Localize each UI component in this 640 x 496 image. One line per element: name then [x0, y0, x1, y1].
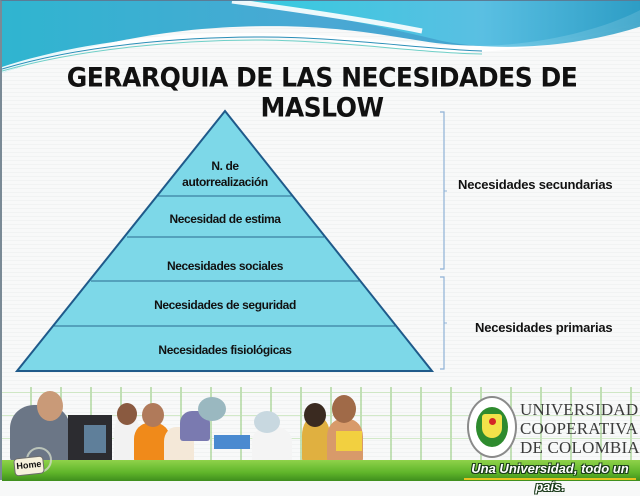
photo-student-2-head — [117, 403, 137, 425]
university-banner — [2, 387, 640, 481]
header-wave-decoration — [2, 1, 640, 73]
seal-rose — [489, 418, 496, 425]
secondary-needs-label: Necesidades secundarias — [458, 177, 613, 192]
photo-lab-tray — [214, 435, 250, 449]
photo-lab-cap — [198, 397, 226, 421]
photo-student-6-head — [304, 403, 326, 427]
university-name-line-2: COOPERATIVA — [520, 419, 639, 438]
photo-student-7-head — [332, 395, 356, 423]
pyramid-level-social: Necesidades sociales — [166, 259, 284, 273]
home-button[interactable]: Home — [13, 455, 45, 477]
university-seal-icon — [467, 396, 517, 458]
level-label-line-2: autorrealización — [182, 175, 268, 189]
university-name-line-1: UNIVERSIDAD — [520, 400, 639, 419]
banner-green-bar — [2, 460, 640, 481]
pyramid-level-physiological: Necesidades fisiológicas — [158, 343, 292, 357]
photo-monitor-screen — [84, 425, 106, 453]
pyramid-level-safety: Necesidades de seguridad — [154, 298, 296, 312]
photo-student-1-head — [37, 391, 63, 421]
photo-dentist-cap — [254, 411, 280, 433]
photo-folder — [336, 431, 362, 451]
level-label-line-1: N. de — [211, 159, 239, 173]
pyramid-level-esteem: Necesidad de estima — [169, 212, 281, 226]
primary-needs-label: Necesidades primarias — [475, 320, 613, 335]
maslow-pyramid — [14, 109, 447, 372]
university-slogan: Una Universidad, todo un país. — [464, 460, 636, 494]
pyramid-level-self-actualization: N. de autorrealización — [150, 158, 300, 190]
slide-title-line-2: MASLOW — [260, 92, 384, 123]
university-name-line-3: DE COLOMBIA — [520, 438, 640, 457]
photo-student-3-head — [142, 403, 164, 427]
seal-shield — [482, 414, 502, 438]
photo-dentist — [252, 427, 292, 463]
slide-title-line-1: GERARQUIA DE LAS NECESIDADES DE — [66, 62, 578, 93]
seal-green-ring — [476, 407, 508, 447]
